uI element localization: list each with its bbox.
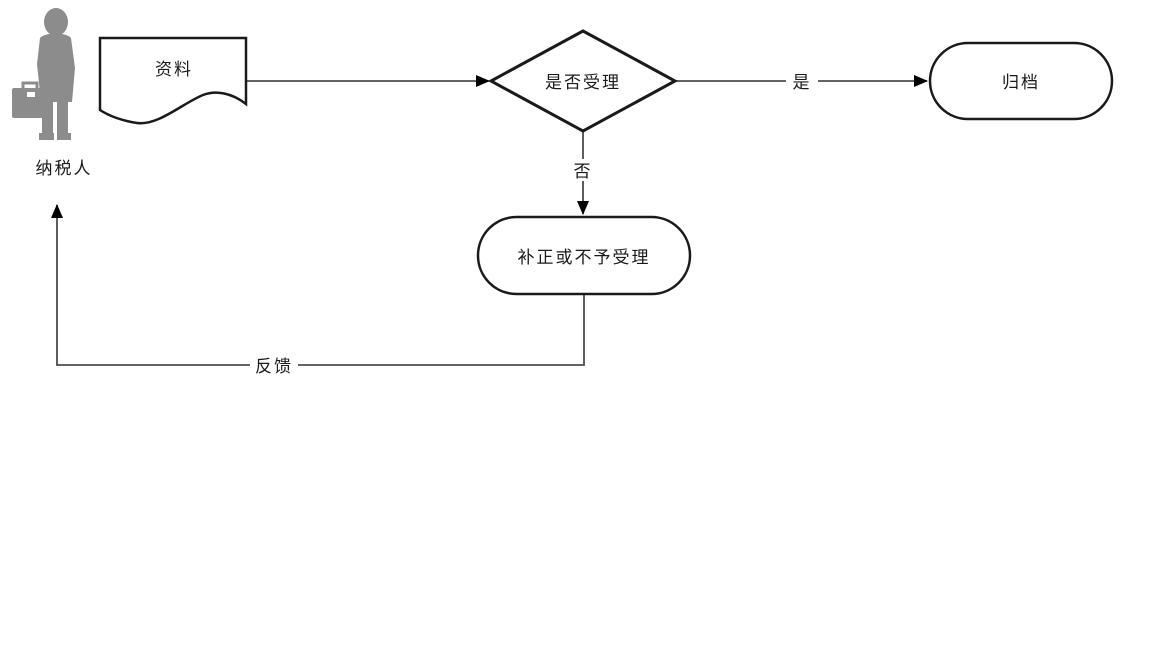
node-document: 资料 xyxy=(98,36,248,125)
briefcase-handle xyxy=(21,81,39,89)
node-decision: 是否受理 xyxy=(487,29,679,133)
edge-feedback-label: 反馈 xyxy=(255,357,293,377)
document-shape xyxy=(98,36,248,125)
decision-label: 是否受理 xyxy=(545,73,621,93)
archive-label: 归档 xyxy=(1002,73,1040,93)
edge-no-label: 否 xyxy=(574,162,593,182)
actor-torso xyxy=(37,33,75,102)
edge-feedback-line xyxy=(51,204,585,366)
briefcase-clasp xyxy=(27,92,35,97)
archive-stadium-shape xyxy=(928,41,1114,121)
actor-head xyxy=(44,8,68,36)
briefcase-icon xyxy=(12,88,49,118)
taxpayer-actor-icon xyxy=(12,8,75,140)
actor-left-foot xyxy=(39,133,54,140)
edge-no-label-bg xyxy=(567,159,599,181)
edge-feedback-label-bg xyxy=(250,354,298,376)
taxpayer-label: 纳税人 xyxy=(36,159,93,179)
actor-right-foot xyxy=(57,133,71,140)
node-archive: 归档 xyxy=(928,41,1114,121)
decision-diamond-shape xyxy=(487,29,679,133)
correction-stadium-shape xyxy=(476,215,692,296)
edge-yes-label-bg xyxy=(786,70,818,92)
edge-yes-label: 是 xyxy=(793,73,812,93)
document-label: 资料 xyxy=(155,60,193,80)
actor-right-leg xyxy=(57,100,68,135)
node-correction: 补正或不予受理 xyxy=(476,215,692,296)
correction-label: 补正或不予受理 xyxy=(518,248,651,268)
